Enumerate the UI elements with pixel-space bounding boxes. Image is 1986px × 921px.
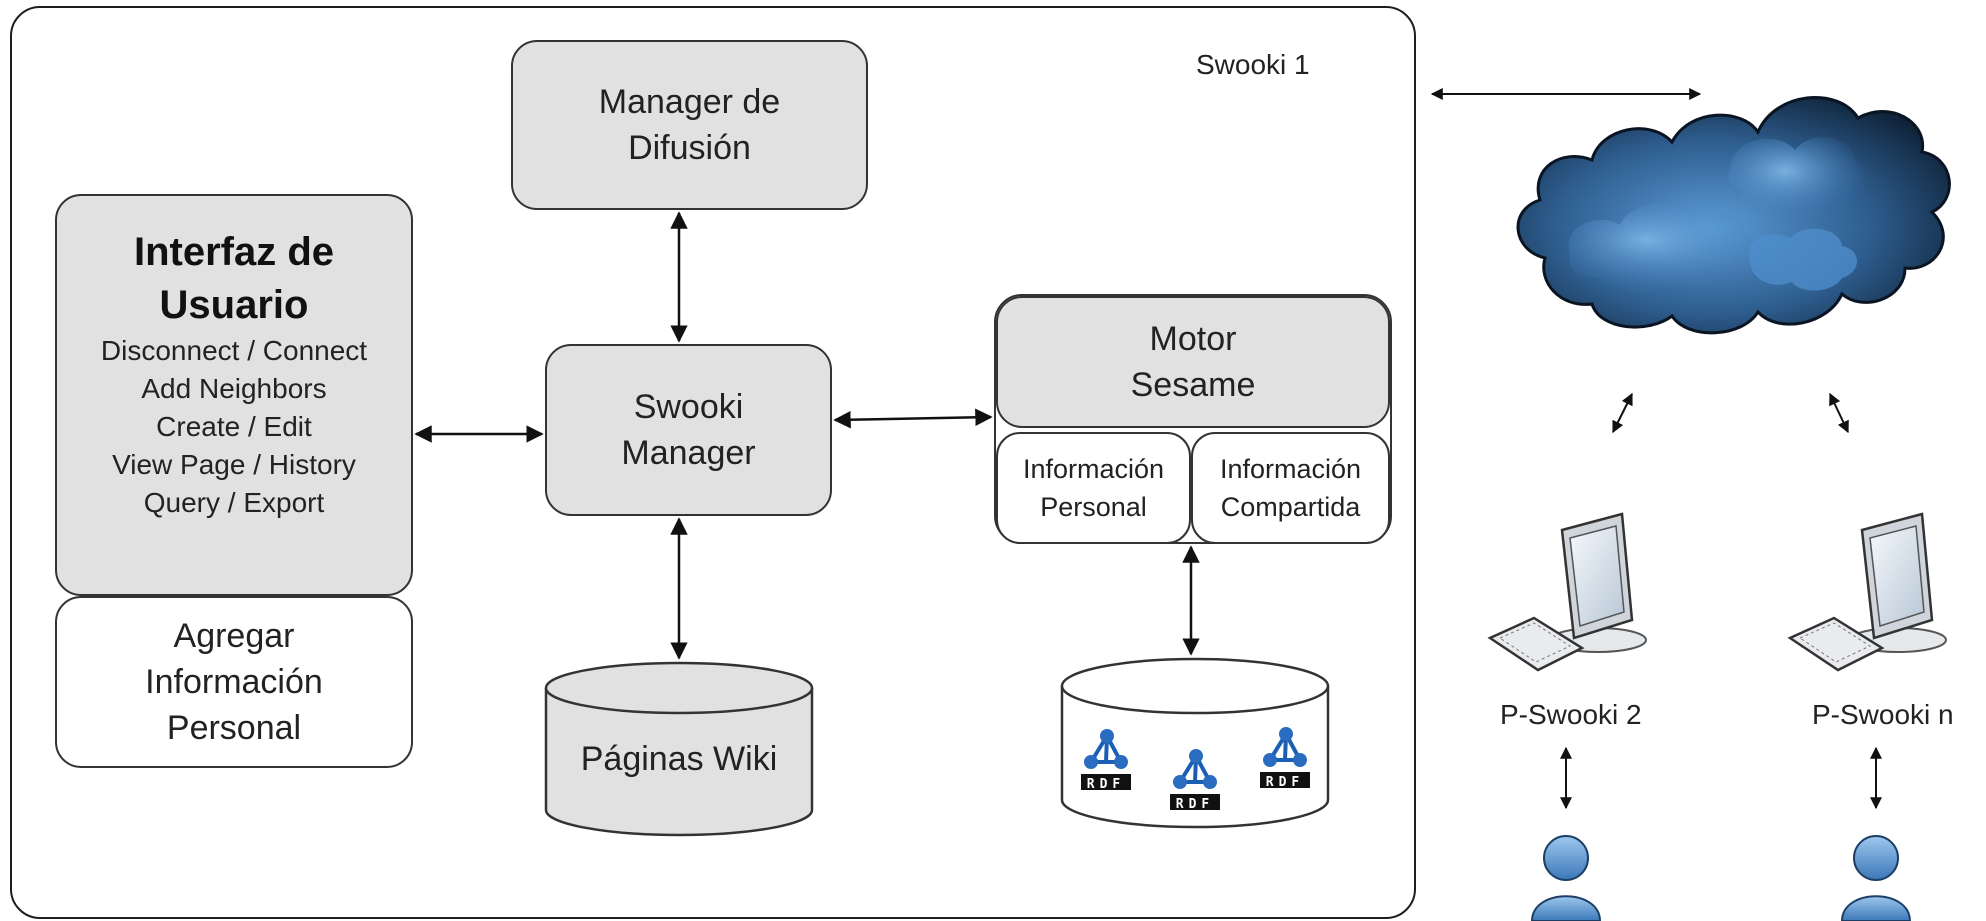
interfaz-title-line1: Interfaz de [133, 230, 335, 274]
paginas-wiki-label: Páginas Wiki [580, 740, 778, 778]
rdf-icon [1079, 728, 1133, 792]
interfaz-item-view: View Page / History [112, 449, 356, 480]
info-personal-line2: Personal [1040, 492, 1147, 522]
motor-line2: Sesame [1130, 366, 1256, 404]
info-compartida-line2: Compartida [1220, 492, 1361, 522]
agregar-line1: Agregar [173, 617, 295, 655]
agregar-line3: Personal [166, 709, 302, 747]
rdf-icon-text: RDF [1266, 775, 1304, 790]
arrow-network-pswooki2 [1612, 392, 1633, 434]
network-cloud-icon [1516, 96, 1951, 335]
computer-icon [1487, 512, 1647, 672]
manager-difusion-box: Manager de Difusión [511, 40, 868, 210]
interfaz-item-query: Query / Export [143, 487, 325, 518]
swooki-manager-line1: Swooki [633, 388, 744, 426]
swooki-manager-line2: Manager [621, 434, 756, 472]
interfaz-usuario-box: Interfaz de Usuario Disconnect / Connect… [55, 194, 413, 596]
pswooki-n-label: P-Swooki n [1812, 699, 1954, 730]
arrow-network-pswookin [1829, 392, 1849, 434]
pswooki-2-label: P-Swooki 2 [1500, 699, 1642, 730]
swooki-1-label: Swooki 1 [1196, 49, 1310, 80]
rdf-icon [1168, 748, 1222, 812]
info-compartida-box: Información Compartida [1191, 432, 1390, 544]
arrow-manager-motor [833, 408, 993, 429]
interfaz-item-create: Create / Edit [156, 411, 312, 442]
rdf-icon [1258, 726, 1312, 790]
motor-sesame-box: Motor Sesame [996, 296, 1390, 428]
computer-icon [1787, 512, 1947, 672]
motor-line1: Motor [1149, 320, 1237, 358]
agregar-info-box: Agregar Información Personal [55, 596, 413, 768]
user-icon [1840, 835, 1912, 921]
rdf-icon-text: RDF [1087, 777, 1125, 792]
swooki-manager-box: Swooki Manager [545, 344, 832, 516]
info-personal-line1: Información [1022, 454, 1165, 484]
manager-difusion-line1: Manager de [598, 83, 781, 121]
info-personal-box: Información Personal [996, 432, 1191, 544]
interfaz-item-disconnect: Disconnect / Connect [100, 335, 368, 366]
paginas-wiki-cylinder [544, 661, 814, 837]
info-compartida-line1: Información [1219, 454, 1362, 484]
interfaz-title-line2: Usuario [159, 283, 309, 327]
interfaz-item-neighbors: Add Neighbors [141, 373, 327, 404]
rdf-icon-text: RDF [1176, 797, 1214, 812]
agregar-line2: Información [145, 663, 323, 701]
manager-difusion-line2: Difusión [628, 129, 751, 167]
user-icon [1530, 835, 1602, 921]
